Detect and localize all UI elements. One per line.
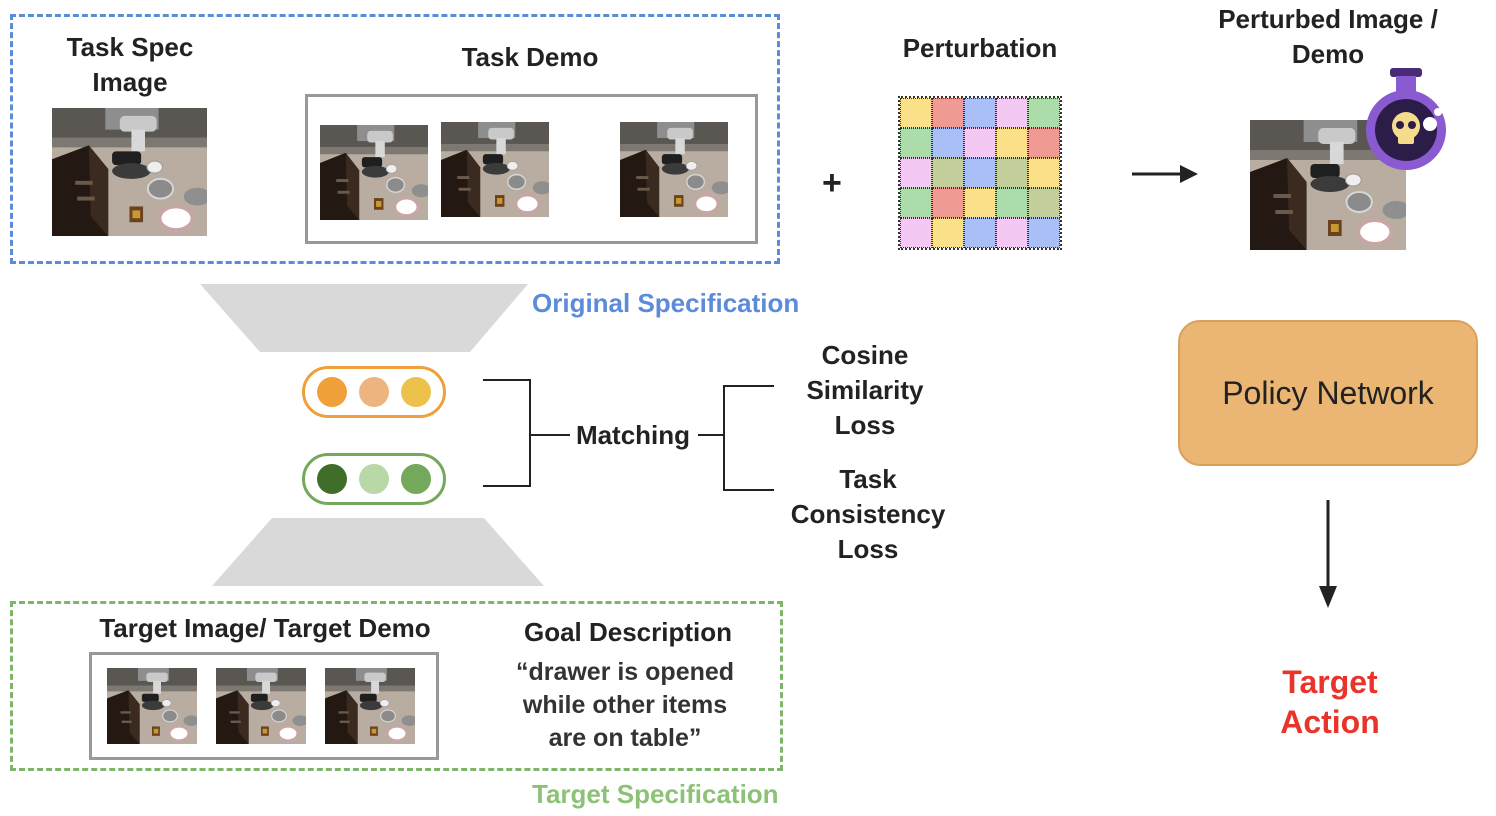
task-demo-label: Task Demo (461, 42, 599, 72)
poison-flask-icon (1366, 68, 1446, 170)
perturbation-cell (900, 188, 932, 218)
perturbation-label: Perturbation (902, 33, 1058, 63)
encoder-top-trapezoid (200, 284, 528, 352)
perturbation-cell (932, 98, 964, 128)
matching-connectors (483, 379, 774, 491)
arrow-to-target-action-icon (1319, 500, 1337, 608)
target-action-label: Target Action (1280, 664, 1380, 740)
task-spec-label: Task Spec Image (66, 32, 194, 97)
perturbation-cell (996, 188, 1028, 218)
target-demo-frame-1 (107, 668, 197, 744)
task-consistency-loss-label: Task Consistency Loss (790, 464, 946, 564)
embedding-dot (359, 377, 389, 407)
plus-sign: + (822, 164, 842, 202)
encoder-bottom-trapezoid (212, 518, 544, 586)
perturbation-cell (964, 188, 996, 218)
perturbation-cell (932, 128, 964, 158)
perturbation-cell (900, 158, 932, 188)
target-embedding (302, 453, 446, 505)
perturbation-cell (932, 218, 964, 248)
perturbation-cell (1028, 158, 1060, 188)
goal-description-label: Goal Description (523, 617, 733, 647)
policy-network-label: Policy Network (1222, 374, 1434, 411)
target-specification-box (10, 601, 783, 771)
arrow-to-perturbed-icon (1132, 165, 1198, 183)
target-demo-frame-2 (216, 668, 306, 744)
perturbation-cell (964, 98, 996, 128)
embedding-dot (317, 464, 347, 494)
task-demo-frame-3 (620, 122, 728, 217)
original-specification-caption: Original Specification (532, 288, 800, 318)
perturbation-cell (964, 218, 996, 248)
cosine-similarity-loss-label: Cosine Similarity Loss (806, 340, 924, 440)
perturbation-cell (900, 218, 932, 248)
embedding-dot (401, 377, 431, 407)
perturbation-cell (1028, 98, 1060, 128)
perturbation-cell (996, 128, 1028, 158)
perturbation-cell (900, 128, 932, 158)
goal-description-text: “drawer is opened while other items are … (515, 658, 735, 752)
embedding-dot (401, 464, 431, 494)
perturbation-cell (1028, 128, 1060, 158)
policy-network-box: Policy Network (1178, 320, 1478, 466)
task-demo-frame-1 (320, 125, 428, 220)
perturbation-cell (932, 188, 964, 218)
perturbation-cell (932, 158, 964, 188)
task-spec-image (52, 108, 207, 236)
original-embedding (302, 366, 446, 418)
target-demo-frame-3 (325, 668, 415, 744)
task-demo-frame-2 (441, 122, 549, 217)
embedding-dot (359, 464, 389, 494)
perturbation-cell (964, 158, 996, 188)
perturbation-grid (898, 96, 1062, 250)
perturbation-cell (900, 98, 932, 128)
perturbation-cell (1028, 218, 1060, 248)
original-specification-box (10, 14, 780, 264)
perturbation-cell (996, 158, 1028, 188)
perturbed-image-label: Perturbed Image / Demo (1218, 4, 1438, 69)
matching-label: Matching (575, 420, 691, 450)
target-image-label: Target Image/ Target Demo (99, 613, 431, 643)
perturbation-cell (1028, 188, 1060, 218)
perturbation-cell (996, 218, 1028, 248)
embedding-dot (317, 377, 347, 407)
perturbation-cell (964, 128, 996, 158)
target-specification-caption: Target Specification (532, 779, 779, 809)
perturbation-cell (996, 98, 1028, 128)
